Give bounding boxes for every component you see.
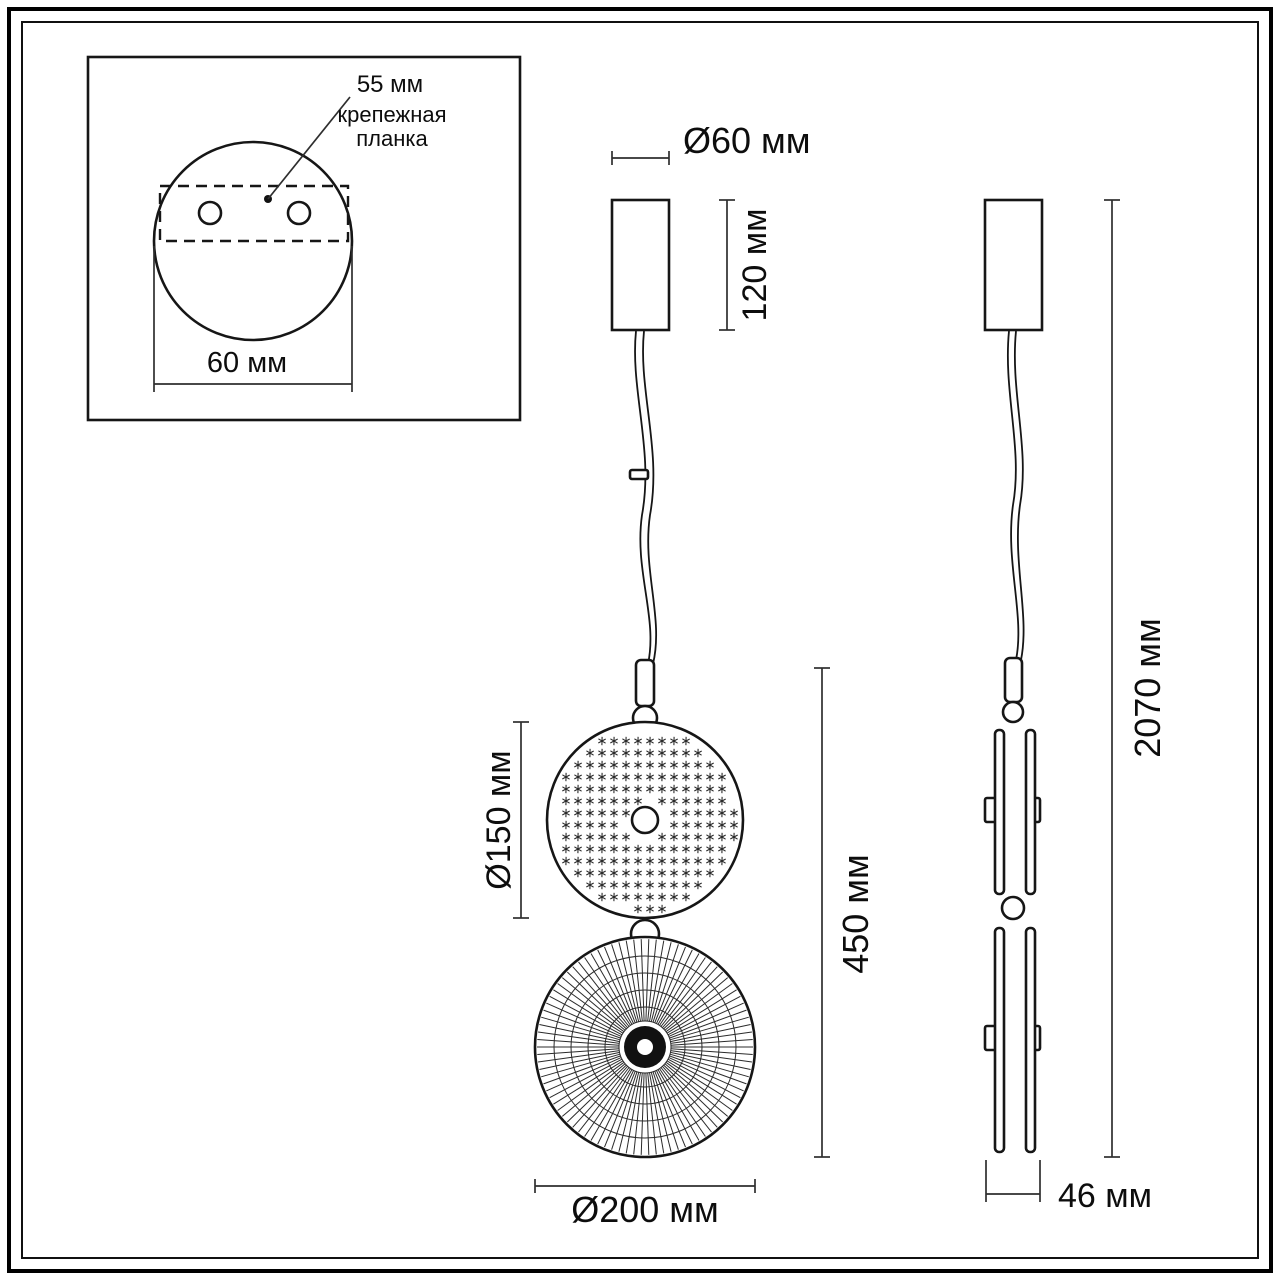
- canopy-height-dimension: 120 мм: [719, 199, 774, 331]
- suspension-cable-side-strand2: [1013, 330, 1025, 661]
- upper-disc-side-plate-right: [1024, 728, 1037, 896]
- upper-disc-diameter-label: Ø150 мм: [480, 750, 518, 889]
- middle-ball-joint-side: [1000, 895, 1026, 921]
- fixture-height-label: 450 мм: [835, 854, 876, 974]
- inset-width-dimension: 60 мм: [153, 246, 353, 392]
- canopy-diameter-label: Ø60 мм: [683, 120, 811, 161]
- suspension-cable-front-strand1: [634, 330, 652, 665]
- canopy-height-label: 120 мм: [736, 209, 774, 322]
- lower-disc-side: [983, 926, 1042, 1154]
- lower-disc-ring4: [553, 955, 737, 1139]
- upper-disc-side: [983, 728, 1042, 896]
- upper-disc-diameter-dimension: Ø150 мм: [480, 721, 529, 919]
- lower-disc-ring2: [587, 989, 703, 1105]
- inset-width-label: 60 мм: [207, 347, 287, 379]
- mounting-plate-label-line1: крепежная: [337, 102, 446, 127]
- upper-disc-side-plate-left: [993, 728, 1006, 896]
- mounting-plate-dashed-rect: [158, 184, 350, 243]
- cable-bead-front: [628, 468, 650, 481]
- overall-height-dimension: 2070 мм: [1104, 199, 1168, 1158]
- suspension-cable-side-strand1: [1006, 330, 1020, 661]
- side-view: 2070 мм 46 мм: [983, 198, 1168, 1215]
- leader-line: [267, 96, 351, 200]
- lower-disc-ring1: [604, 1006, 686, 1088]
- upper-disc-hub: [630, 805, 660, 835]
- fixture-height-dimension: 450 мм: [814, 667, 876, 1158]
- canopy-diameter-dimension: Ø60 мм: [611, 120, 811, 165]
- depth-dimension: 46 мм: [985, 1160, 1152, 1215]
- lower-disc-side-plate-right: [1024, 926, 1037, 1154]
- mount-detail-inset: 55 мм крепежная планка 60 мм: [86, 55, 522, 422]
- inner-frame: [21, 21, 1259, 1259]
- offset-dimension-label: 55 мм: [357, 71, 423, 98]
- suspension-cable-front-strand2: [642, 330, 658, 665]
- upper-disc-texture: [562, 736, 738, 914]
- lower-disc-hub-hole: [637, 1039, 653, 1055]
- front-view: Ø60 мм 120 мм Ø150 мм: [480, 120, 876, 1230]
- overall-height-label: 2070 мм: [1127, 618, 1168, 758]
- stem-connector-front: [634, 658, 656, 708]
- ceiling-canopy-side: [983, 198, 1044, 332]
- ceiling-canopy-front: [610, 198, 671, 332]
- lower-disc-diameter-dimension: Ø200 мм: [534, 1179, 756, 1230]
- screw-hole-right: [286, 200, 312, 226]
- inset-box: [86, 55, 522, 422]
- top-ball-joint-side: [1001, 700, 1025, 724]
- lower-disc-side-plate-left: [993, 926, 1006, 1154]
- lower-disc-hub-ring: [618, 1020, 672, 1074]
- outer-frame: [7, 7, 1273, 1273]
- depth-label: 46 мм: [1058, 1177, 1152, 1215]
- stem-connector-side: [1003, 656, 1024, 704]
- mounting-plate-label-line2: планка: [356, 126, 428, 151]
- lower-disc-ring3: [570, 972, 720, 1122]
- screw-hole-left: [197, 200, 223, 226]
- lower-disc-diameter-label: Ø200 мм: [571, 1189, 719, 1230]
- canopy-top-view-circle: [152, 140, 354, 342]
